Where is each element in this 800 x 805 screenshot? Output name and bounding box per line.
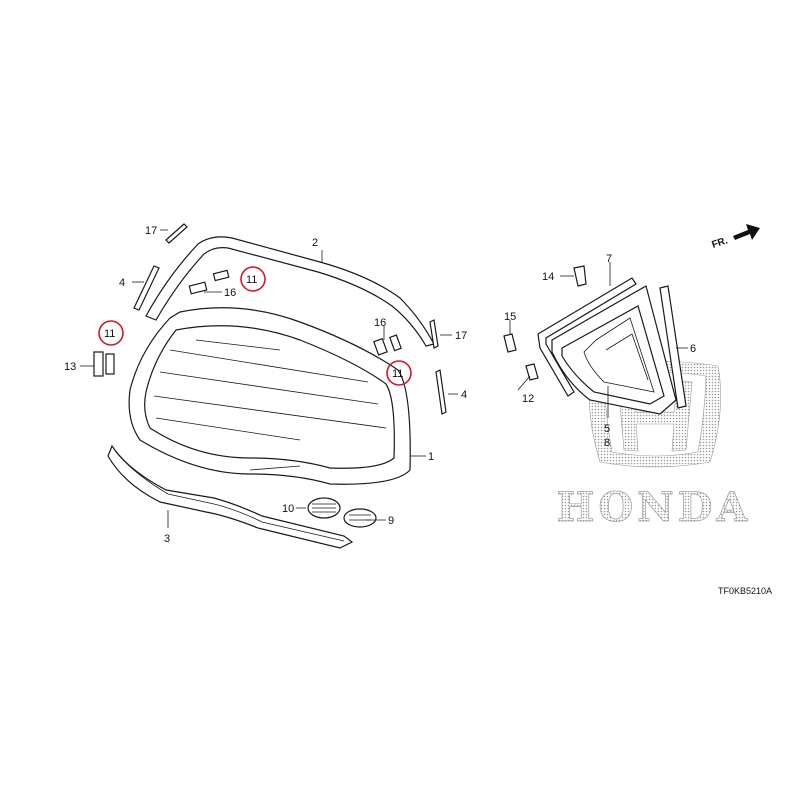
- part-14-clip: [573, 265, 587, 287]
- part-1-rear-glass: [128, 307, 411, 485]
- callout-3: 3: [164, 533, 170, 545]
- callout-15: 15: [504, 311, 516, 323]
- callout-9: 9: [388, 515, 394, 527]
- callout-11-left: 11: [104, 328, 115, 340]
- part-2-upper-molding: [145, 236, 435, 347]
- callout-7: 7: [606, 253, 612, 265]
- callout-17-right: 17: [455, 330, 467, 342]
- callout-5: 5: [604, 423, 610, 435]
- callout-11-top: 11: [246, 274, 257, 286]
- part-11-clip-left: [212, 269, 230, 282]
- callout-8: 8: [604, 437, 610, 449]
- part-9-emblem: [343, 508, 377, 528]
- part-11-clip-bottom: [105, 353, 115, 375]
- part-6-seal: [659, 285, 687, 409]
- callout-13: 13: [64, 361, 76, 373]
- callout-4-right: 4: [461, 389, 467, 401]
- svg-text:HONDA: HONDA: [557, 484, 752, 531]
- part-17-strip-left: [165, 223, 188, 244]
- callout-6: 6: [690, 343, 696, 355]
- highlight-circle-11-left: [98, 320, 124, 346]
- part-13-bracket: [93, 351, 104, 377]
- highlight-circle-11-right: [386, 360, 412, 386]
- callout-10: 10: [282, 503, 294, 515]
- diagram-ref-code: TF0KB5210A: [718, 586, 772, 596]
- part-16-clip-left: [188, 281, 208, 295]
- callout-17-left: 17: [145, 225, 157, 237]
- callout-2: 2: [312, 237, 318, 249]
- part-16-clip-right: [373, 337, 388, 356]
- fr-arrow-icon: [733, 224, 760, 240]
- honda-wordmark-watermark: HONDA: [556, 484, 752, 532]
- callout-11-right: 11: [392, 368, 403, 380]
- part-12-clip: [525, 363, 539, 381]
- leader-lines: [80, 229, 688, 528]
- part-7-quarter-molding: [537, 277, 637, 397]
- part-17-strip-right: [429, 319, 439, 349]
- callout-16-left: 16: [224, 287, 236, 299]
- callout-12: 12: [522, 393, 534, 405]
- callout-labels: 2 1 3 4 4 17 17 16 16 13 10 9 14 7 15 6 …: [64, 225, 696, 545]
- highlight-circle-11-top: [240, 266, 266, 292]
- callout-14: 14: [542, 271, 554, 283]
- part-4-strip-right: [435, 369, 447, 415]
- front-direction-indicator: FR.: [711, 224, 760, 251]
- part-15-clip: [503, 333, 517, 353]
- part-3-lower-molding: [107, 444, 354, 549]
- callout-16-right: 16: [374, 317, 386, 329]
- fr-label: FR.: [711, 235, 730, 251]
- part-4-strip-left: [133, 265, 160, 311]
- callout-1: 1: [428, 451, 434, 463]
- part-11-clip-right: [389, 334, 402, 352]
- callout-4-left: 4: [119, 277, 125, 289]
